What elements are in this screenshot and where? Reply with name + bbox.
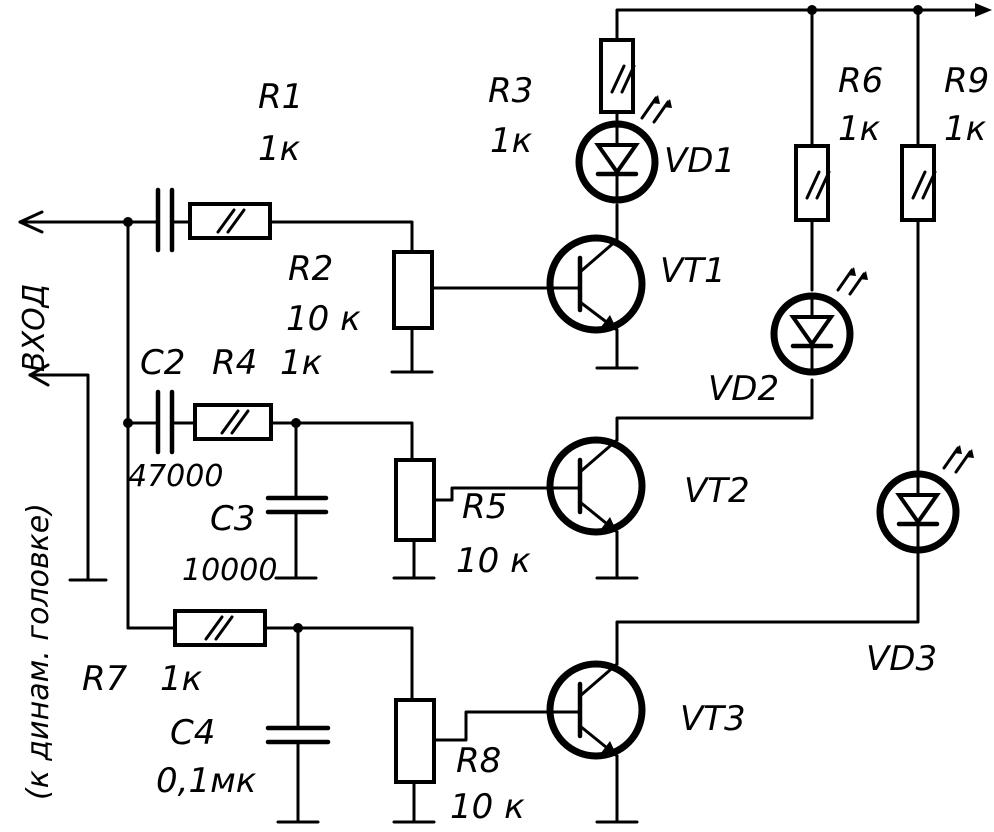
label-r3: R3 — [488, 71, 533, 111]
resistor-r7 — [173, 609, 267, 647]
capacitor-c1 — [146, 187, 192, 253]
led-vd1 — [575, 95, 672, 204]
potentiometer-r8 — [392, 698, 550, 824]
label-vt1: VT1 — [660, 251, 726, 291]
resistor-r6 — [794, 8, 831, 292]
label-vd1: VD1 — [664, 141, 735, 181]
label-r4: R4 — [212, 343, 257, 383]
value-r7: 1к — [160, 659, 203, 699]
power-rail — [615, 3, 992, 37]
potentiometer-r2 — [390, 250, 550, 374]
resistor-r9 — [900, 8, 937, 472]
label-vd3: VD3 — [866, 639, 937, 679]
label-r7: R7 — [82, 659, 128, 699]
label-r8: R8 — [456, 741, 501, 781]
transistor-vt3 — [546, 546, 920, 824]
value-r1: 1к — [258, 129, 301, 169]
value-r5: 10 к — [456, 541, 531, 581]
label-vt3: VT3 — [680, 699, 746, 739]
potentiometer-r5 — [392, 458, 550, 580]
label-vd2: VD2 — [708, 369, 779, 409]
label-c4: C4 — [170, 713, 215, 753]
value-r3: 1к — [490, 121, 533, 161]
label-c2: C2 — [140, 343, 185, 383]
value-r4: 1к — [280, 343, 323, 383]
input-note: (к динам. головке) — [21, 503, 56, 800]
input-label: ВХОД — [17, 284, 52, 372]
wire-r7-r8 — [263, 626, 414, 702]
capacitor-c2 — [146, 389, 197, 455]
resistor-r4 — [193, 403, 273, 441]
label-r2: R2 — [288, 249, 333, 289]
value-r9: 1к — [944, 109, 987, 149]
resistor-r1 — [188, 202, 272, 240]
label-r9: R9 — [944, 61, 989, 101]
value-c2: 47000 — [128, 459, 223, 494]
label-r6: R6 — [838, 61, 883, 101]
value-c3: 10000 — [182, 553, 277, 588]
transistor-vt2 — [546, 378, 814, 580]
wire-r1-r2 — [268, 220, 414, 254]
value-c4: 0,1мк — [156, 761, 257, 801]
input-wire — [18, 210, 177, 630]
label-vt2: VT2 — [684, 471, 750, 511]
value-r8: 10 к — [450, 787, 525, 827]
value-r6: 1к — [838, 109, 881, 149]
transistor-vt1 — [546, 203, 646, 370]
resistor-r3 — [599, 33, 636, 122]
label-r1: R1 — [258, 77, 303, 117]
led-vd2 — [770, 267, 868, 376]
ground-reference-wire — [28, 363, 108, 582]
led-vd3 — [876, 445, 974, 554]
capacitor-c3 — [265, 421, 329, 580]
label-c3: C3 — [210, 499, 255, 539]
wire-r4-r5 — [269, 421, 414, 462]
capacitor-c4 — [265, 626, 331, 824]
value-r2: 10 к — [286, 299, 361, 339]
label-r5: R5 — [462, 487, 507, 527]
